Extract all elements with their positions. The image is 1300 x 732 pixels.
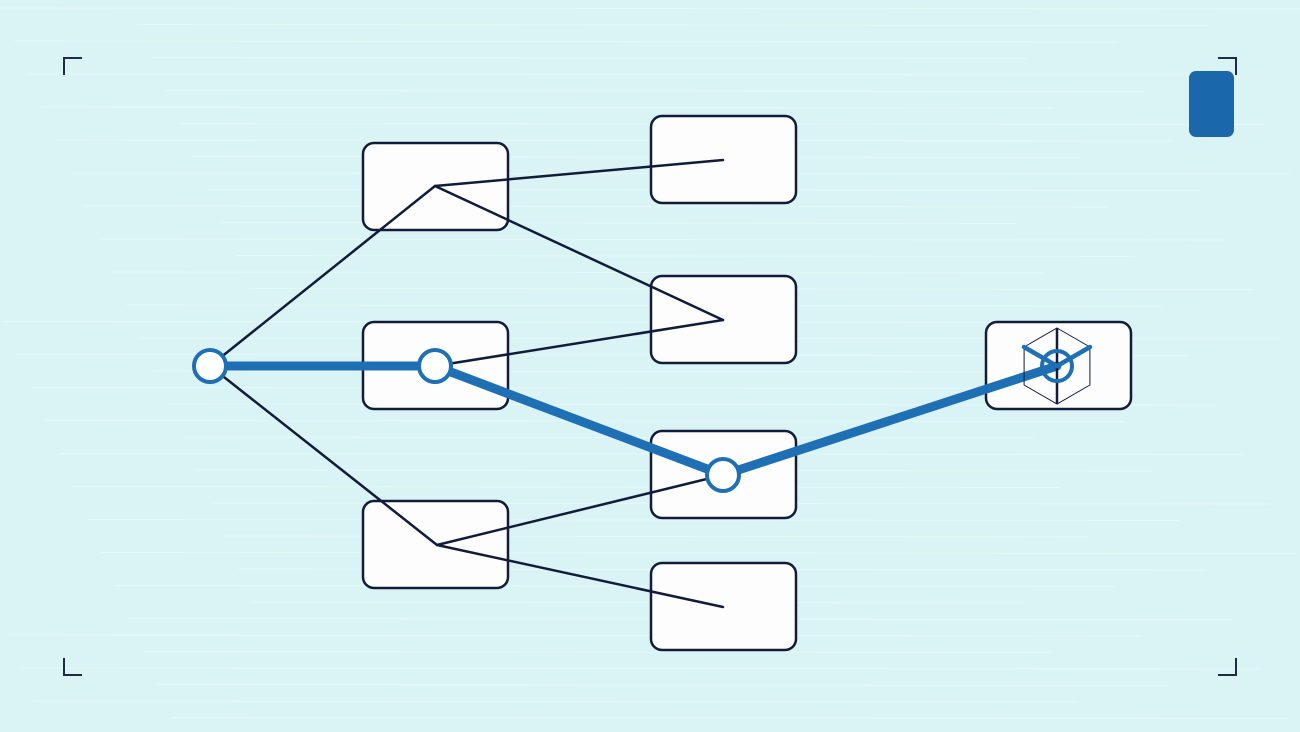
background-stripe [136, 24, 1210, 26]
background-stripe [0, 7, 1300, 10]
cube-icon [1021, 327, 1093, 405]
edge-n3-n7 [435, 543, 725, 609]
corner-bracket-bottom-right [1218, 658, 1237, 676]
background-stripe [72, 486, 1062, 488]
edge-n2-n5 [433, 318, 725, 368]
background-stripe [223, 535, 1089, 538]
background-stripe [27, 73, 1237, 76]
edge-n1-n5 [433, 184, 725, 322]
background-stripe [114, 585, 1116, 587]
path-marker-n6 [705, 457, 741, 493]
path-marker-n2 [417, 348, 453, 384]
background-stripe [153, 370, 1099, 373]
path-segment-n6-goal [718, 361, 1062, 480]
cube-icon-arms [1021, 344, 1093, 369]
edge-root-n3 [208, 364, 439, 547]
background-stripe [100, 552, 1298, 554]
path-segment-n2-n6 [430, 361, 728, 480]
path-marker-root [192, 348, 228, 384]
background-stripe [55, 139, 1173, 142]
background-stripe [86, 519, 1180, 521]
background-stripe [97, 238, 1227, 241]
background-stripe [83, 205, 1109, 208]
background-stripe [170, 717, 1288, 719]
corner-bracket-top-right [1218, 57, 1237, 75]
background-stripe [192, 156, 1082, 158]
background-stripe [41, 106, 1055, 109]
background-stripe [30, 387, 1008, 389]
background-stripe [19, 667, 1261, 670]
background-stripe [111, 271, 1045, 274]
background-stripe [234, 255, 1136, 257]
background-stripe [150, 57, 1028, 59]
background-stripe [251, 601, 1025, 604]
background-stripe [220, 222, 1018, 224]
corner-tab-marker [1189, 71, 1234, 137]
background-stripe [5, 634, 1143, 637]
background-stripe [164, 90, 1146, 92]
background-stripe [142, 651, 1052, 653]
corner-bracket-bottom-left [63, 658, 82, 676]
background-stripe [181, 436, 1035, 439]
edge-n1-n4 [433, 158, 725, 188]
background-stripe [13, 40, 1119, 43]
cube-icon-ring [1040, 349, 1074, 383]
highlighted-path [192, 348, 1062, 493]
background-stripe [2, 321, 1072, 323]
corner-bracket-top-left [63, 57, 82, 75]
edge-root-n1 [208, 184, 437, 368]
background-stripe [33, 700, 1079, 703]
edge-n3-n6 [435, 473, 725, 547]
goal-icon-layer [1021, 327, 1093, 405]
background-stripe [156, 684, 1170, 686]
background-stripe [125, 304, 1163, 307]
